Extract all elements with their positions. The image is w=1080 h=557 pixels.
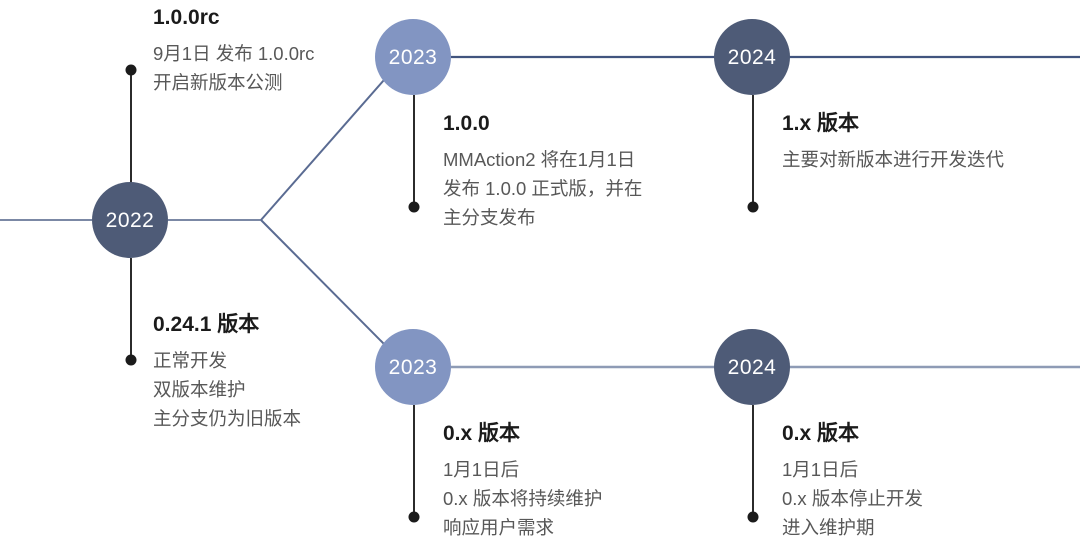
callout-body-line: 主要对新版本进行开发迭代 xyxy=(782,149,1005,171)
callout-body: 主要对新版本进行开发迭代 xyxy=(782,146,1004,175)
callout-body-line: MMAction2 将在1月1日 xyxy=(443,149,636,171)
callout-body: 1月1日后 0.x 版本将持续维护响应用户需求 xyxy=(443,456,602,542)
stem-dot-1-0-0 xyxy=(408,201,420,213)
stem-dot-1-0-0rc xyxy=(125,64,137,76)
stem-dot-0-24-1 xyxy=(125,354,137,366)
callout-body-line: 1月1日后 xyxy=(443,459,520,481)
callout-body: MMAction2 将在1月1日发布 1.0.0 正式版，并在主分支发布 xyxy=(443,146,642,232)
callout-0-x-2023: 0.x 版本 1月1日后 0.x 版本将持续维护响应用户需求 xyxy=(443,421,602,542)
timeline-node-label: 2023 xyxy=(388,355,438,379)
timeline-node-2024-top[interactable]: 2024 xyxy=(714,19,790,95)
callout-body-line: 主分支发布 xyxy=(443,206,536,228)
branch-fork-up xyxy=(260,79,385,221)
callout-body-line: 1月1日后 xyxy=(782,459,859,481)
callout-body: 正常开发双版本维护主分支仍为旧版本 xyxy=(153,347,301,433)
callout-title: 1.x 版本 xyxy=(782,112,860,135)
callout-body-line: 双版本维护 xyxy=(153,378,246,400)
callout-body: 1月1日后 0.x 版本停止开发进入维护期 xyxy=(782,456,923,542)
stem-dot-0-x-2023 xyxy=(408,511,420,523)
stem-dot-0-x-2024 xyxy=(747,511,759,523)
callout-body-line: 响应用户需求 xyxy=(443,516,555,538)
callout-body-line: 发布 1.0.0 正式版，并在 xyxy=(443,177,643,199)
callout-body-line: 开启新版本公测 xyxy=(153,71,283,93)
timeline-node-2023-top[interactable]: 2023 xyxy=(375,19,451,95)
callout-0-x-2024: 0.x 版本 1月1日后 0.x 版本停止开发进入维护期 xyxy=(782,421,923,542)
callout-body-line: 0.x 版本将持续维护 xyxy=(443,487,603,509)
timeline-node-label: 2024 xyxy=(727,45,777,69)
timeline-node-2024-bottom[interactable]: 2024 xyxy=(714,329,790,405)
callout-1-x: 1.x 版本 主要对新版本进行开发迭代 xyxy=(782,111,1004,175)
callout-body-line: 9月1日 发布 1.0.0rc xyxy=(153,43,315,65)
callout-title: 1.0.0 xyxy=(443,112,490,135)
callout-body-line: 主分支仍为旧版本 xyxy=(153,407,302,429)
timeline-node-label: 2023 xyxy=(388,45,438,69)
callout-title: 0.24.1 版本 xyxy=(153,313,260,336)
callout-title: 0.x 版本 xyxy=(782,422,860,445)
callout-0-24-1: 0.24.1 版本 正常开发双版本维护主分支仍为旧版本 xyxy=(153,312,301,433)
timeline-node-2023-bottom[interactable]: 2023 xyxy=(375,329,451,405)
callout-body-line: 正常开发 xyxy=(153,350,228,372)
callout-1-0-0: 1.0.0 MMAction2 将在1月1日发布 1.0.0 正式版，并在主分支… xyxy=(443,111,642,232)
callout-title: 1.0.0rc xyxy=(153,6,220,29)
timeline-node-2022[interactable]: 2022 xyxy=(92,182,168,258)
stem-dot-1-x xyxy=(747,201,759,213)
callout-1-0-0rc: 1.0.0rc 9月1日 发布 1.0.0rc 开启新版本公测 xyxy=(153,5,314,98)
callout-title: 0.x 版本 xyxy=(443,422,521,445)
timeline-node-label: 2022 xyxy=(105,208,155,232)
callout-body-line: 进入维护期 xyxy=(782,516,875,538)
callout-body-line: 0.x 版本停止开发 xyxy=(782,487,923,509)
timeline-node-label: 2024 xyxy=(727,355,777,379)
callout-body: 9月1日 发布 1.0.0rc 开启新版本公测 xyxy=(153,40,314,97)
